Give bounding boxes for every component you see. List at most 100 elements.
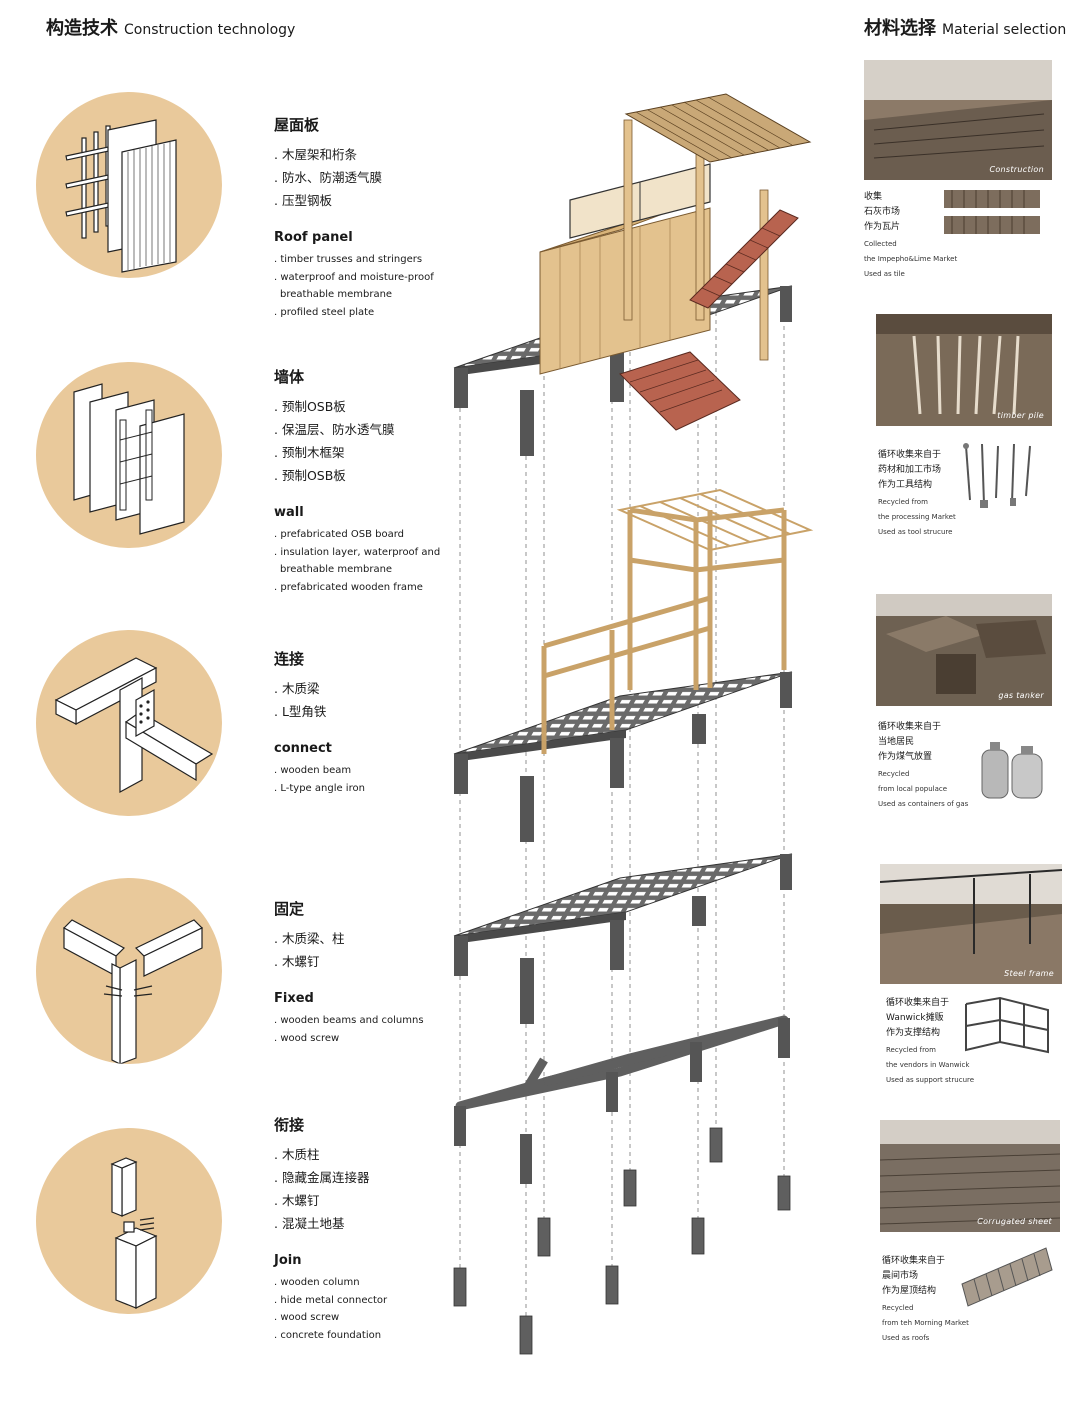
connect-zh-title: 连接 [274, 650, 305, 668]
join-en-title: Join [274, 1253, 302, 1268]
alignment-lines [459, 280, 785, 1320]
material-zh-line: 循环收集来自于 [886, 998, 950, 1008]
material-photo-tools: timber pile [876, 314, 1052, 426]
wall-en-item: . insulation layer, waterproof and breat… [274, 546, 441, 576]
header-left-zh: 构造技术 [46, 18, 118, 39]
beam-column-joint-icon [36, 878, 222, 1064]
material-zh-line: 作为支撑结构 [886, 1028, 941, 1038]
wall-zh-item: . 预制OSB板 [274, 468, 346, 483]
join-en-item: . concrete foundation [274, 1329, 382, 1341]
material-en-line: Recycled [882, 1304, 914, 1312]
material-en-line: Used as tile [864, 270, 905, 278]
material-en-line: Used as containers of gas [878, 800, 969, 808]
material-photo-steel-frame: Steel frame [880, 864, 1062, 984]
join-en-item: . wooden column [274, 1277, 360, 1288]
roof-zh-item: . 压型钢板 [274, 193, 332, 208]
material-zh-line: 作为煤气放置 [878, 752, 933, 762]
fixed-text-block: 固定 . 木质梁、柱 . 木螺钉 Fixed . wooden beams an… [274, 898, 464, 1047]
fixed-zh-title: 固定 [274, 900, 305, 918]
material-zh-line: 作为瓦片 [864, 222, 901, 232]
level-timber-frame [453, 488, 814, 842]
material-text-gas: 循环收集来自于 当地居民 作为煤气放置 Recycled from local … [878, 720, 1078, 810]
connect-en-title: connect [274, 741, 332, 756]
material-photo-caption: timber pile [997, 411, 1044, 420]
header-left-en: Construction technology [124, 22, 296, 38]
join-en-item: . hide metal connector [274, 1294, 388, 1306]
wall-zh-item: . 预制木框架 [274, 445, 345, 460]
wall-zh-item: . 保温层、防水透气膜 [274, 422, 395, 437]
material-zh-line: 作为屋顶结构 [882, 1286, 937, 1296]
wall-en-item: . prefabricated wooden frame [274, 581, 423, 593]
material-photo-gas: gas tanker [876, 594, 1052, 706]
material-zh-line: 作为工具结构 [878, 480, 933, 490]
roof-zh-item: . 木屋架和桁条 [274, 147, 357, 162]
wall-panel-layers-icon [36, 362, 222, 548]
level-concrete-beams [455, 1015, 789, 1111]
material-zh-line: 药材和加工市场 [878, 465, 942, 475]
join-zh-item: . 木螺钉 [274, 1193, 320, 1208]
level-roof-and-walls [453, 93, 812, 456]
beam-connection-icon [36, 630, 222, 816]
material-en-line: Used as tool strucure [878, 528, 953, 536]
material-en-line: Recycled from [878, 498, 928, 506]
wall-en-title: wall [274, 505, 304, 520]
material-en-line: Used as roofs [882, 1334, 930, 1342]
column-foundation-joint-icon [36, 1128, 222, 1314]
material-zh-line: 石灰市场 [864, 207, 901, 217]
connect-zh-item: . L型角铁 [274, 704, 327, 719]
level-floor-grate [453, 853, 793, 1024]
wall-text-block: 墙体 . 预制OSB板 . 保温层、防水透气膜 . 预制木框架 . 预制OSB板… [274, 366, 464, 596]
header-right-zh: 材料选择 [864, 18, 936, 39]
roof-panel-text-block: 屋面板 . 木屋架和桁条 . 防水、防潮透气膜 . 压型钢板 Roof pane… [274, 114, 464, 321]
fixed-zh-item: . 木质梁、柱 [274, 931, 345, 946]
material-en-line: Recycled from [886, 1046, 936, 1054]
roof-zh-title: 屋面板 [274, 116, 320, 134]
level-concrete-beam-posts [454, 1018, 790, 1184]
material-text-steel-frame: 循环收集来自于 Wanwick摊贩 作为支撑结构 Recycled from t… [886, 996, 1080, 1086]
material-photo-caption: Steel frame [1004, 969, 1054, 978]
fixed-en-item: . wooden beams and columns [274, 1015, 424, 1026]
roof-en-item: . profiled steel plate [274, 306, 375, 318]
join-text-block: 衔接 . 木质柱 . 隐藏金属连接器 . 木螺钉 . 混凝土地基 Join . … [274, 1114, 464, 1344]
material-zh-line: 当地居民 [878, 737, 915, 747]
wall-en-item: . prefabricated OSB board [274, 529, 404, 540]
material-zh-line: 晨间市场 [882, 1271, 919, 1281]
material-zh-line: 循环收集来自于 [878, 450, 942, 460]
roof-panel-layers-icon [36, 92, 222, 278]
join-en-item: . wood screw [274, 1312, 340, 1323]
roof-en-item: . waterproof and moisture-proof breathab… [274, 271, 434, 301]
connect-zh-item: . 木质梁 [274, 681, 320, 696]
construction-technology-header: 构造技术 Construction technology [46, 14, 295, 40]
join-zh-title: 衔接 [274, 1116, 305, 1134]
material-text-tile: 收集 石灰市场 作为瓦片 Collected the Impepho&Lime … [864, 190, 1064, 280]
roof-en-title: Roof panel [274, 230, 353, 245]
material-photo-caption: Corrugated sheet [977, 1217, 1052, 1226]
connect-en-item: . wooden beam [274, 765, 352, 776]
material-en-line: Recycled [878, 770, 910, 778]
material-en-line: the Impepho&Lime Market [864, 255, 958, 263]
corrugated-sheet-icon [956, 1244, 1056, 1310]
material-zh-line: 循环收集来自于 [882, 1256, 946, 1266]
join-zh-item: . 隐藏金属连接器 [274, 1170, 370, 1185]
fixed-zh-item: . 木螺钉 [274, 954, 320, 969]
material-photo-rooftop: Construction [864, 60, 1052, 180]
connect-text-block: 连接 . 木质梁 . L型角铁 connect . wooden beam . … [274, 648, 464, 797]
material-photo-caption: Construction [989, 165, 1044, 174]
join-zh-item: . 混凝土地基 [274, 1216, 345, 1231]
connect-en-item: . L-type angle iron [274, 782, 365, 794]
material-photo-caption: gas tanker [998, 691, 1044, 700]
wall-zh-title: 墙体 [274, 368, 305, 386]
level-foundation-footings [453, 1127, 791, 1355]
roof-zh-item: . 防水、防潮透气膜 [274, 170, 382, 185]
material-zh-line: 收集 [864, 192, 883, 202]
material-zh-line: Wanwick摊贩 [886, 1013, 944, 1023]
material-en-line: Collected [864, 240, 897, 248]
material-en-line: the processing Market [878, 513, 956, 521]
material-text-tools: 循环收集来自于 药材和加工市场 作为工具结构 Recycled from the… [878, 448, 1078, 538]
material-en-line: from teh Morning Market [882, 1319, 969, 1327]
material-photo-corrugated: Corrugated sheet [880, 1120, 1060, 1232]
exploded-axonometric-diagram [440, 90, 820, 1370]
roof-en-item: . timber trusses and stringers [274, 254, 423, 265]
material-thumb-tile-strips [944, 190, 1040, 238]
